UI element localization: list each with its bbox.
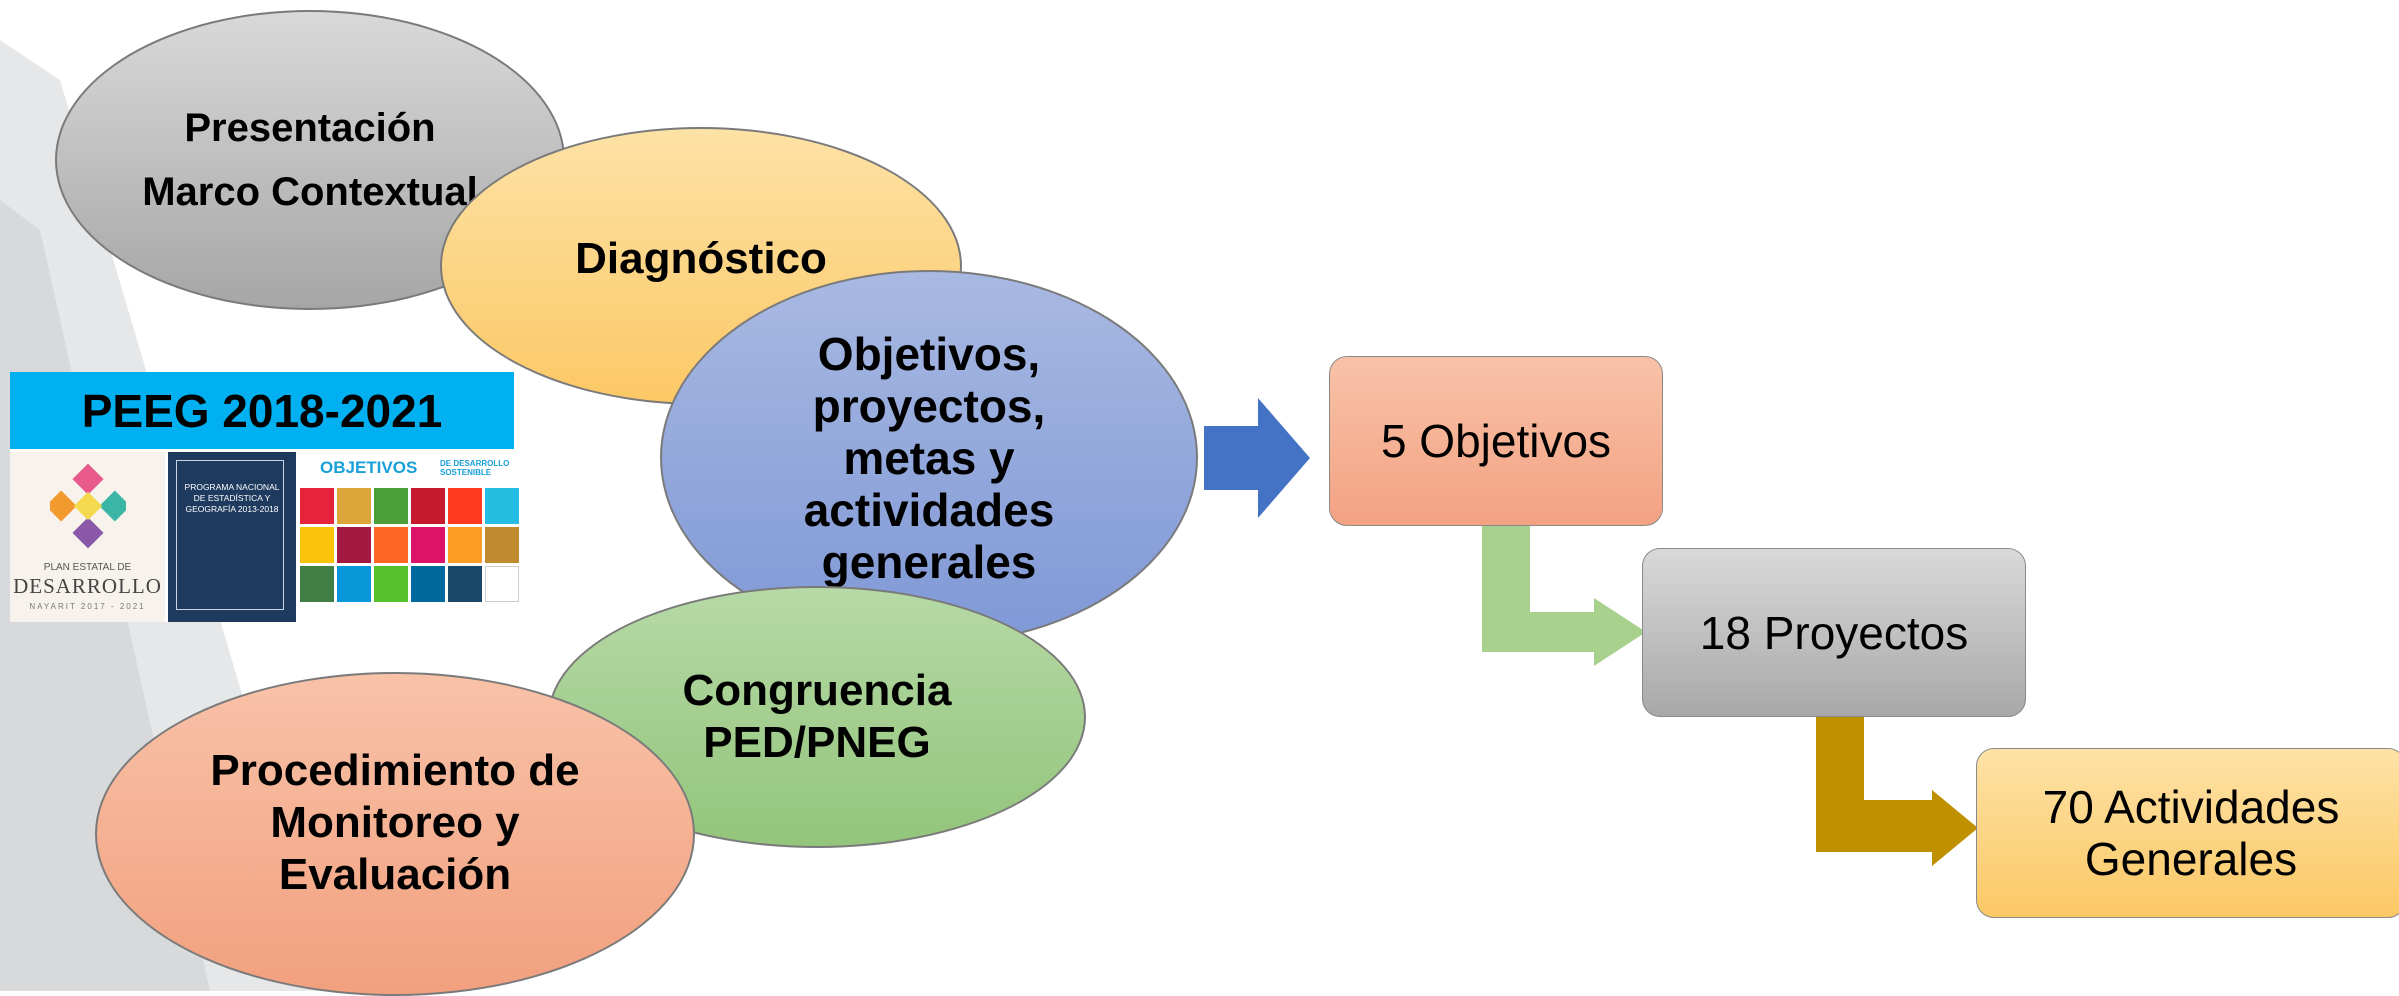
box-70-actividades: 70 Actividades Generales: [1976, 748, 2399, 918]
procedimiento-line: Evaluación: [278, 850, 512, 899]
diagnostico-label: Diagnóstico: [575, 234, 827, 283]
bent-arrow-icon: [1482, 526, 1646, 666]
ped-line3: NAYARIT 2017 - 2021: [29, 602, 146, 611]
ods-tile: [448, 527, 482, 563]
marco-contextual-label: Marco Contextual: [142, 170, 478, 214]
pneg-cover: PROGRAMA NACIONAL DE ESTADÍSTICA Y GEOGR…: [168, 452, 296, 622]
actividades-line: Generales: [2084, 833, 2298, 885]
congruencia-line: Congruencia: [682, 666, 952, 715]
right-arrow-icon: [1204, 398, 1310, 518]
box-18-proyectos: 18 Proyectos: [1642, 548, 2026, 717]
ped-cover: PLAN ESTATAL DE DESARROLLO NAYARIT 2017 …: [10, 452, 165, 622]
objetivos-line: Objetivos,: [817, 327, 1041, 380]
ods-tile: [485, 566, 519, 602]
ods-tile: [374, 566, 408, 602]
congruencia-line: PED/PNEG: [703, 718, 931, 767]
ods-grid: [300, 488, 519, 602]
peeg-image: PEEG 2018-2021 PLAN ESTATAL DE DESARROLL…: [10, 372, 519, 622]
ods-tile: [485, 488, 519, 524]
objetivos-line: metas y: [843, 431, 1015, 484]
peeg-banner: PEEG 2018-2021: [10, 372, 514, 449]
ods-tile: [448, 566, 482, 602]
procedimiento-line: Monitoreo y: [270, 798, 520, 847]
objetivos-count-label: 5 Objetivos: [1380, 415, 1612, 467]
ods-tile: [337, 527, 371, 563]
presentacion-label: Presentación: [184, 106, 436, 150]
ods-tile: [337, 566, 371, 602]
box-5-objetivos: 5 Objetivos: [1329, 356, 1663, 526]
objetivos-line: actividades: [803, 483, 1055, 536]
procedimiento-line: Procedimiento de: [210, 746, 580, 795]
ods-tile: [448, 488, 482, 524]
ped-line2: DESARROLLO: [13, 574, 162, 598]
ods-tile: [300, 566, 334, 602]
pneg-frame: [176, 460, 284, 610]
objetivos-line: proyectos,: [812, 379, 1046, 432]
ods-title: OBJETIVOS: [320, 458, 418, 477]
ods-tile: [300, 527, 334, 563]
ellipse-objetivos: Objetivos, proyectos, metas y actividade…: [660, 270, 1198, 645]
ped-line1: PLAN ESTATAL DE: [43, 562, 132, 573]
objetivos-line: generales: [821, 535, 1037, 588]
proyectos-count-label: 18 Proyectos: [1699, 606, 1969, 659]
pneg-title: PROGRAMA NACIONAL DE ESTADÍSTICA Y GEOGR…: [184, 482, 280, 514]
ods-subtitle: DE DESARROLLO SOSTENIBLE: [440, 459, 510, 477]
ods-tile: [411, 527, 445, 563]
ods-tile: [374, 527, 408, 563]
ellipse-procedimiento: Procedimiento de Monitoreo y Evaluación: [95, 672, 695, 996]
ods-tile: [337, 488, 371, 524]
ods-tile: [411, 488, 445, 524]
ods-tile: [485, 527, 519, 563]
ods-tile: [300, 488, 334, 524]
actividades-line: 70 Actividades: [2042, 781, 2340, 833]
bent-arrow-icon: [1816, 717, 1978, 866]
ods-tile: [411, 566, 445, 602]
ods-panel: OBJETIVOS DE DESARROLLO SOSTENIBLE: [300, 452, 519, 622]
ods-tile: [374, 488, 408, 524]
ped-logo-icon: [50, 463, 126, 549]
